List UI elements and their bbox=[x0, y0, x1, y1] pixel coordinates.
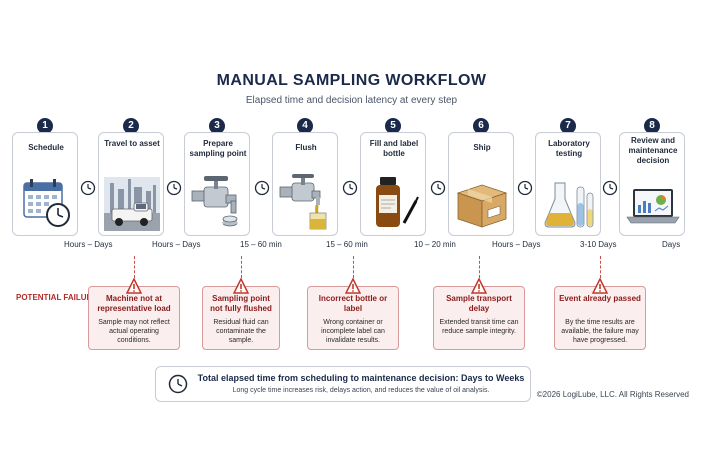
step-card: Schedule bbox=[12, 132, 78, 236]
duration-label: 3-10 Days bbox=[580, 240, 617, 249]
step-label: Flush bbox=[295, 143, 317, 152]
step-card: Prepare sampling point bbox=[184, 132, 250, 236]
clock-icon bbox=[342, 180, 358, 196]
step-card: Travel to asset bbox=[98, 132, 164, 236]
duration-label: 10 – 20 min bbox=[414, 240, 456, 249]
truck-at-refinery-icon bbox=[104, 177, 160, 231]
warning-icon bbox=[345, 278, 361, 294]
clock-icon bbox=[430, 180, 446, 196]
amber-bottle-icon bbox=[376, 177, 419, 227]
step-number: 4 bbox=[297, 118, 313, 134]
warning-icon bbox=[592, 278, 608, 294]
step-card: Fill and label bottle bbox=[360, 132, 426, 236]
shipping-box-icon bbox=[456, 184, 508, 228]
clock-icon bbox=[517, 180, 533, 196]
failure-description: Residual fluid can contaminate the sampl… bbox=[213, 319, 269, 344]
step-label: Schedule bbox=[28, 143, 64, 152]
duration-label: Hours – Days bbox=[152, 240, 201, 249]
step-label: Prepare sampling point bbox=[189, 139, 247, 158]
step-label: Fill and label bottle bbox=[369, 139, 419, 158]
step-card: Laboratory testing bbox=[535, 132, 601, 236]
lab-glassware-icon bbox=[544, 182, 594, 228]
failure-description: Sample may not reflect actual operating … bbox=[98, 319, 170, 344]
failure-title: Incorrect bottle or label bbox=[318, 294, 388, 313]
potential-failure-points-label: POTENTIAL FAILURE POINTS bbox=[16, 293, 130, 302]
flushing-valve-icon bbox=[279, 174, 327, 230]
step-number: 5 bbox=[385, 118, 401, 134]
clock-icon bbox=[80, 180, 96, 196]
step-number: 6 bbox=[473, 118, 489, 134]
failure-title: Sample transport delay bbox=[446, 294, 512, 313]
warning-icon bbox=[126, 278, 142, 294]
step-number: 1 bbox=[37, 118, 53, 134]
warning-icon bbox=[233, 278, 249, 294]
page-title: MANUAL SAMPLING WORKFLOW bbox=[216, 72, 487, 89]
failure-title: Machine not at representative load bbox=[97, 294, 171, 313]
duration-label: Hours – Days bbox=[492, 240, 541, 249]
step-number: 7 bbox=[560, 118, 576, 134]
failure-title: Sampling point not fully flushed bbox=[210, 294, 272, 313]
step-label: Review and maintenance decision bbox=[628, 136, 678, 165]
duration-label: Hours – Days bbox=[64, 240, 113, 249]
failure-description: Wrong container or incomplete label can … bbox=[321, 319, 385, 344]
clock-icon bbox=[168, 374, 188, 394]
summary-description: Long cycle time increases risk, delays a… bbox=[232, 387, 490, 394]
warning-icon bbox=[471, 278, 487, 294]
step-number: 2 bbox=[123, 118, 139, 134]
step-card: Flush bbox=[272, 132, 338, 236]
step-label: Ship bbox=[473, 143, 491, 152]
step-card: Review and maintenance decision bbox=[619, 132, 685, 236]
duration-label: Days bbox=[662, 240, 681, 249]
copyright-notice: ©2026 LogiLube, LLC. All Rights Reserved bbox=[536, 390, 689, 399]
duration-label: 15 – 60 min bbox=[326, 240, 368, 249]
step-card: Ship bbox=[448, 132, 514, 236]
summary-title: Total elapsed time from scheduling to ma… bbox=[197, 373, 525, 383]
duration-label: 15 – 60 min bbox=[240, 240, 282, 249]
step-number: 8 bbox=[644, 118, 660, 134]
page-subtitle: Elapsed time and decision latency at eve… bbox=[245, 95, 458, 106]
failure-title: Event already passed bbox=[559, 294, 641, 303]
step-label: Travel to asset bbox=[104, 139, 160, 148]
failure-description: By the time results are available, the f… bbox=[561, 319, 639, 344]
clock-icon bbox=[166, 180, 182, 196]
step-number: 3 bbox=[209, 118, 225, 134]
failure-description: Extended transit time can reduce sample … bbox=[439, 319, 519, 335]
laptop-chart-icon bbox=[626, 189, 680, 224]
summary-box: Total elapsed time from scheduling to ma… bbox=[155, 366, 531, 402]
clock-icon bbox=[254, 180, 270, 196]
valve-icon bbox=[191, 176, 238, 227]
calendar-icon bbox=[23, 179, 70, 227]
clock-icon bbox=[602, 180, 618, 196]
step-label: Laboratory testing bbox=[548, 139, 590, 158]
